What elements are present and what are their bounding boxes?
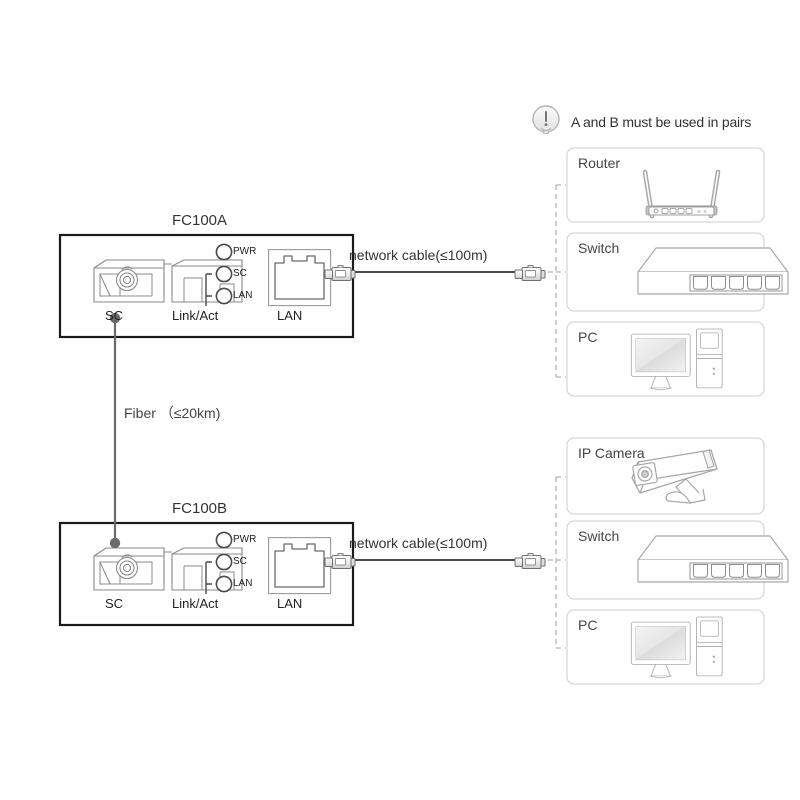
fc100a-led-sc-label: SC bbox=[233, 268, 247, 279]
fc100a-led-lan-label: LAN bbox=[233, 290, 253, 301]
fc100b-cable-label: network cable(≤100m) bbox=[349, 535, 488, 551]
fc100a-lan-jack bbox=[267, 248, 332, 307]
panel-label-ip-camera: IP Camera bbox=[578, 445, 645, 461]
fiber-link-graphics bbox=[109, 312, 121, 549]
fc100a-led-pwr-label: PWR bbox=[233, 246, 257, 257]
panel-label-pc-top: PC bbox=[578, 329, 598, 345]
fc100a-title: FC100A bbox=[172, 212, 228, 229]
fc100b-lan-label: LAN bbox=[277, 596, 303, 611]
fc100b-led-sc-label: SC bbox=[233, 556, 247, 567]
panel-label-switch-bottom: Switch bbox=[578, 528, 620, 544]
fc100b-cable-plug-far bbox=[514, 553, 546, 569]
top-fanout-dashed-lines bbox=[548, 184, 566, 378]
panel-switch-top-graphics bbox=[566, 232, 789, 312]
fc100a-led-group bbox=[205, 243, 233, 306]
fiber-label: Fiber （≤20km) bbox=[124, 405, 221, 421]
panel-pc-top-graphics bbox=[566, 321, 765, 397]
fc100b-led-group bbox=[205, 531, 233, 594]
fc100a-linkact-label: Link/Act bbox=[172, 308, 219, 323]
panel-router-graphics bbox=[566, 147, 765, 223]
panel-label-pc-bottom: PC bbox=[578, 617, 598, 633]
fc100b-led-pwr-label: PWR bbox=[233, 534, 257, 545]
panel-ip-camera-graphics bbox=[566, 437, 765, 515]
switch-icon bbox=[637, 247, 789, 295]
panel-label-switch-top: Switch bbox=[578, 240, 620, 256]
fc100b-title: FC100B bbox=[172, 500, 228, 517]
ip-camera-icon bbox=[631, 449, 718, 504]
switch-icon bbox=[637, 535, 789, 583]
router-icon bbox=[642, 169, 721, 219]
device-fc100b-graphics bbox=[58, 521, 546, 627]
fc100a-lan-label: LAN bbox=[277, 308, 303, 323]
note-text: A and B must be used in pairs bbox=[571, 114, 752, 130]
fc100b-led-lan-label: LAN bbox=[233, 578, 253, 589]
device-fc100a-graphics bbox=[58, 233, 546, 339]
bottom-fanout-dashed-lines bbox=[548, 476, 566, 649]
fc100a-cable-plug-far bbox=[514, 265, 546, 281]
panel-pc-bottom-graphics bbox=[566, 609, 765, 685]
panel-switch-bottom-graphics bbox=[566, 520, 789, 600]
fc100b-linkact-label: Link/Act bbox=[172, 596, 219, 611]
fc100b-lan-jack bbox=[267, 536, 332, 595]
fc100a-sc-label: SC bbox=[105, 308, 124, 323]
panel-label-router: Router bbox=[578, 155, 621, 171]
exclamation-bulb-icon bbox=[532, 105, 560, 134]
fc100a-cable-label: network cable(≤100m) bbox=[349, 247, 488, 263]
fc100b-sc-label: SC bbox=[105, 596, 124, 611]
